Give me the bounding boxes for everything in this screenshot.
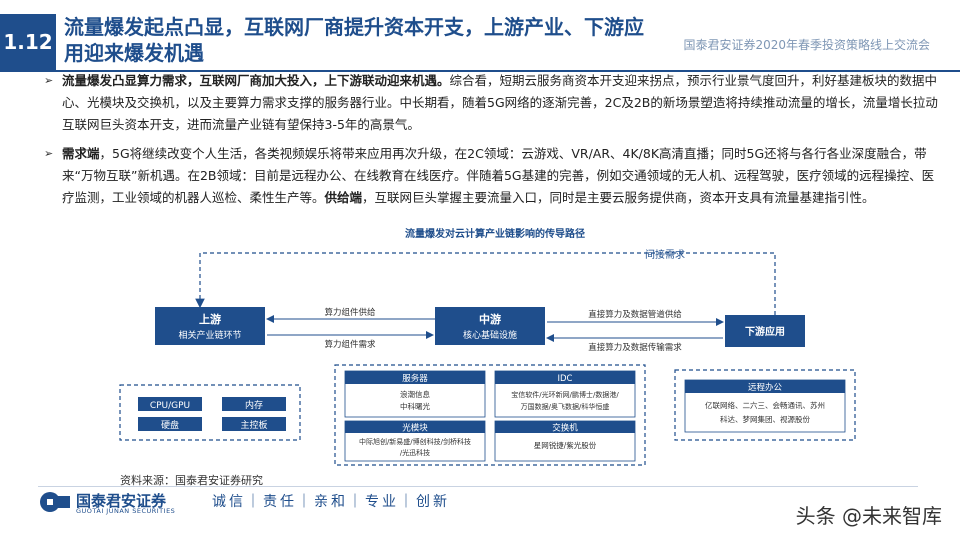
paragraph-1: ➢ 流量爆发凸显算力需求，互联网厂商加大投入，上下游联动迎来机遇。综合看，短期云…	[44, 70, 942, 136]
event-tag: 国泰君安证券2020年春季投资策略线上交流会	[683, 38, 930, 52]
idc-company-1: 宝信软件/光环新网/鹏博士/数据港/	[511, 390, 619, 399]
server-header	[345, 371, 485, 384]
switch-company-1: 星网锐捷/紫光股份	[534, 440, 597, 450]
server-label: 服务器	[402, 373, 428, 384]
remote-office-header	[685, 380, 845, 393]
paragraph-1-lead: 流量爆发凸显算力需求，互联网厂商加大投入，上下游联动迎来机遇。	[62, 73, 450, 88]
remote-office-company-2: 科达、梦网集团、视源股份	[720, 414, 810, 424]
upstream-item-cpu-gpu	[138, 397, 202, 411]
footer-rule	[38, 486, 918, 487]
downstream-box	[725, 315, 805, 347]
paragraph-1-body: 综合看，短期云服务商资本开支迎来拐点，预示行业景气度回升，利好基建板块的数据中心…	[62, 73, 938, 132]
core-box	[435, 307, 545, 345]
paragraph-2-lead: 需求端	[62, 146, 100, 161]
header-rule	[0, 70, 960, 72]
section-number-badge: 1.12	[0, 14, 56, 70]
bullet-arrow-icon: ➢	[44, 147, 54, 160]
indirect-demand-path	[195, 252, 776, 315]
company-logo-icon	[40, 492, 70, 512]
upstream-item-disk	[138, 417, 202, 431]
upstream-items-group	[119, 384, 301, 441]
upstream-item-cpu-gpu-label: CPU/GPU	[150, 401, 190, 411]
downstream-title: 下游应用	[745, 325, 785, 338]
idc-header	[495, 371, 635, 384]
idc-company-2: 万国数据/奥飞数据/科华恒盛	[521, 402, 610, 411]
upstream-item-board-label: 主控板	[240, 419, 267, 431]
diagram-title: 流量爆发对云计算产业链影响的传导路径	[405, 227, 585, 240]
paragraph-2-lead-2: 供给端	[324, 190, 363, 205]
upstream-item-disk-label: 硬盘	[161, 419, 179, 431]
core-subtitle: 核心基础设施	[463, 329, 517, 341]
demand-left-label: 算力组件需求	[324, 339, 376, 350]
company-name: 国泰君安证券	[76, 492, 167, 510]
demand-right-label: 直接算力及数据传输需求	[588, 342, 682, 353]
indirect-demand-label: 间接需求	[645, 248, 685, 261]
upstream-item-memory-label: 内存	[245, 399, 263, 411]
upstream-title: 上游	[199, 312, 221, 326]
transmission-path-diagram: 流量爆发对云计算产业链影响的传导路径 间接需求 上游 相关产业链环节 中游 核心…	[119, 227, 856, 466]
optical-label: 光模块	[402, 423, 428, 434]
upstream-item-memory	[222, 397, 286, 411]
switch-label: 交换机	[552, 423, 578, 434]
upstream-subtitle: 相关产业链环节	[178, 329, 241, 341]
core-title: 中游	[479, 312, 501, 326]
paragraph-2-body: ，5G将继续改变个人生活，各类视频娱乐将带来应用再次升级，在2C领域：云游戏、V…	[62, 146, 935, 205]
bullet-arrow-icon: ➢	[44, 74, 54, 87]
upstream-item-board	[222, 417, 286, 431]
watermark-text: 头条 @未来智库	[795, 504, 942, 528]
upstream-box	[155, 307, 265, 345]
core-items-group	[334, 364, 646, 466]
server-company-2: 中科曙光	[400, 401, 430, 411]
idc-label: IDC	[558, 374, 573, 384]
optical-company-1: 中际旭创/新易盛/博创科技/剑桥科技	[359, 437, 471, 446]
remote-office-label: 远程办公	[748, 382, 783, 393]
optical-header	[345, 421, 485, 433]
page-title: 流量爆发起点凸显，互联网厂商提升资本开支，上游产业、下游应用迎来爆发机遇	[64, 15, 644, 65]
company-slogan: 诚信｜责任｜亲和｜专业｜创新	[212, 494, 450, 510]
company-name-en: GUOTAI JUNAN SECURITIES	[76, 507, 176, 515]
supply-left-label: 算力组件供给	[324, 307, 376, 318]
remote-office-company-1: 亿联网络、二六三、会畅通讯、苏州	[705, 400, 825, 410]
source-note: 资料来源：国泰君安证券研究	[120, 474, 263, 487]
server-company-1: 浪潮信息	[400, 389, 430, 399]
switch-header	[495, 421, 635, 433]
optical-company-2: /光迅科技	[400, 448, 430, 457]
paragraph-2: ➢ 需求端，5G将继续改变个人生活，各类视频娱乐将带来应用再次升级，在2C领域：…	[44, 143, 942, 209]
paragraph-2-body-2: ，互联网巨头掌握主要流量入口，同时是主要云服务提供商，资本开支具有流量基建指引性…	[362, 190, 875, 205]
downstream-items-group	[674, 369, 856, 441]
supply-right-label: 直接算力及数据管道供给	[588, 309, 682, 320]
